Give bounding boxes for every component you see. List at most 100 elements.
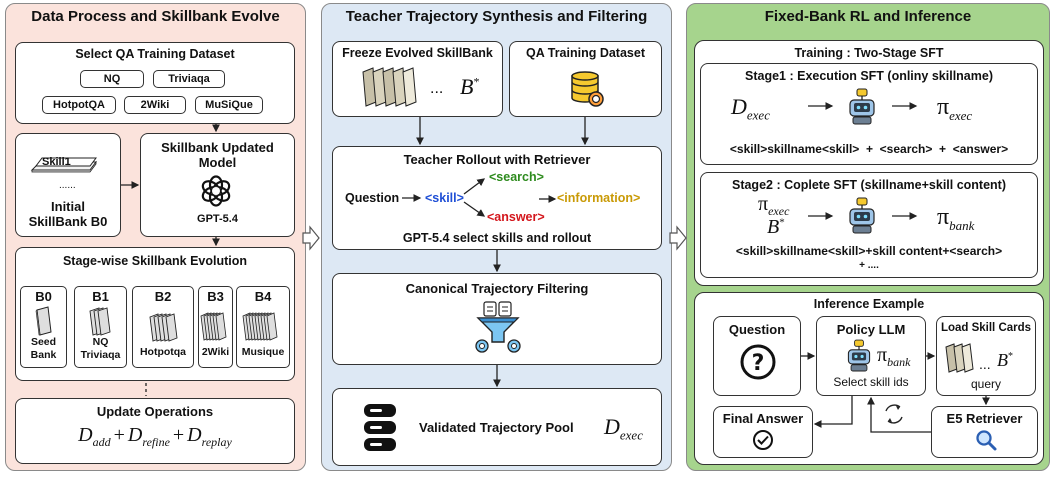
policy-llm-box: [816, 316, 926, 396]
policy-pi-sub: bank: [887, 355, 911, 369]
stage-label-b4-1: Musique: [241, 346, 285, 358]
load-b: B: [997, 350, 1008, 370]
load-dots: ...: [979, 356, 991, 372]
rollout-answer-token: <answer>: [487, 210, 545, 224]
stage1-d-sub: exec: [746, 107, 770, 123]
database-search-icon: [571, 71, 604, 107]
initial-skillbank-box: [15, 133, 121, 237]
stage-label-b1-2: Triviaqa: [80, 349, 121, 361]
frozen-bank-dots: ...: [430, 80, 444, 97]
dataset-tag-triviaqa: Triviaqa: [153, 70, 225, 88]
stage2-out-pi: π: [937, 204, 950, 230]
magnifier-icon: [976, 430, 997, 451]
policy-pi: π: [877, 344, 888, 366]
load-skill-cards-title: Load Skill Cards: [940, 322, 1032, 334]
final-answer-label: Final Answer: [722, 411, 804, 426]
server-stack-icon: [364, 404, 396, 451]
svg-text:?: ?: [752, 351, 765, 376]
stage1-d-exec: Dexec: [731, 94, 770, 123]
teacher-rollout-title: Teacher Rollout with Retriever: [403, 152, 591, 167]
frozen-bank-symbol: B*: [460, 74, 479, 100]
stage-label-b0-2: Bank: [30, 349, 57, 361]
skill-cards-stack-icon: [945, 343, 974, 373]
qa-dataset-title: Select QA Training Dataset: [75, 47, 235, 61]
robot-icon-stage1: [849, 88, 875, 125]
stack-icon-b2: [149, 313, 178, 342]
evolution-title: Stage-wise Skillbank Evolution: [62, 254, 248, 268]
d-add: D: [78, 424, 93, 446]
validated-pool-title: Validated Trajectory Pool: [419, 420, 574, 435]
funnel-filter-icon: [475, 301, 521, 353]
rollout-arrows: [402, 178, 557, 217]
d-refine: D: [127, 424, 143, 446]
stack-icon-b0: [35, 306, 52, 336]
stage1-pi-sub: exec: [949, 107, 973, 123]
stage2-out-sub: bank: [949, 217, 975, 233]
qa-training-title: QA Training Dataset: [525, 46, 645, 60]
panel2-title: Teacher Trajectory Synthesis and Filteri…: [345, 8, 648, 25]
rollout-footer: GPT-5.4 select skills and rollout: [402, 231, 592, 245]
pool-d: D: [604, 414, 620, 439]
update-model-title-2: Model: [198, 155, 237, 170]
stage1-d: D: [731, 94, 747, 119]
initial-label-2: SkillBank B0: [28, 214, 108, 229]
dataset-tag-2wiki: 2Wiki: [124, 96, 186, 114]
stage-id-b4: B4: [254, 289, 272, 304]
panel3-title: Fixed-Bank RL and Inference: [764, 8, 972, 25]
robot-icon-policy: [847, 339, 871, 372]
update-ops-formula: Dadd+Drefine+Dreplay: [15, 424, 295, 450]
stage2-title: Stage2 : Coplete SFT (skillname+skill co…: [731, 178, 1007, 192]
check-circle-icon: [753, 430, 773, 450]
plus-2: +: [172, 424, 185, 446]
robot-icon-stage2: [849, 197, 875, 234]
stage2-b-star: B*: [767, 216, 785, 239]
stage-id-b1: B1: [92, 289, 109, 304]
freeze-skillbank-title: Freeze Evolved SkillBank: [342, 46, 493, 60]
update-model-title-1: Skillbank Updated: [161, 140, 274, 155]
update-ops-title: Update Operations: [96, 404, 214, 419]
load-caption: query: [970, 377, 1002, 391]
stage1-pi: π: [937, 94, 950, 120]
d-add-sub: add: [92, 435, 111, 449]
stage-label-b3-1: 2Wiki: [201, 346, 230, 358]
qa-training-box: [509, 41, 662, 117]
policy-pi-bank: πbank: [877, 344, 910, 370]
stack-icon-b3: [200, 312, 227, 341]
stage-id-b0: B0: [35, 289, 52, 304]
d-refine-sub: refine: [142, 435, 170, 449]
plus-1: +: [113, 424, 125, 446]
stage2-tokens-2: + ....: [859, 260, 879, 271]
panel1-title: Data Process and Skillbank Evolve: [31, 8, 280, 25]
validated-pool-symbol: Dexec: [604, 414, 643, 443]
update-ops-box: [15, 398, 295, 464]
stage2-star: *: [779, 216, 785, 229]
training-title: Training : Two-Stage SFT: [794, 46, 944, 60]
rollout-information-token: <information>: [557, 191, 641, 205]
skill-card-dots: ......: [59, 180, 76, 191]
skill-card-icon: [30, 157, 97, 173]
inference-title: Inference Example: [813, 297, 925, 311]
policy-llm-title: Policy LLM: [836, 322, 906, 337]
stage2-pi: π: [758, 193, 769, 215]
policy-caption: Select skill ids: [833, 375, 909, 389]
stage2-pi-exec: πexec: [758, 193, 789, 219]
stage-label-b2-1: Hotpotqa: [139, 346, 187, 358]
stage1-tokens: <skill>skillname<skill> + <search> + <an…: [729, 142, 1009, 156]
stage-id-b2: B2: [154, 289, 172, 304]
rollout-search-token: <search>: [489, 170, 544, 184]
question-mark-icon: ?: [740, 344, 776, 380]
stage1-pi-exec: πexec: [937, 94, 972, 124]
frozen-bank-b: B: [460, 74, 474, 99]
stage2-tokens: <skill>skillname<skill>+skill content+<s…: [735, 244, 1003, 258]
pool-d-sub: exec: [619, 427, 643, 443]
initial-label-1: Initial: [51, 199, 85, 214]
teacher-rollout-box: [332, 146, 662, 250]
dataset-tag-nq: NQ: [80, 70, 144, 88]
stage2-b: B: [767, 216, 780, 238]
frozen-bank-stack-icon: [362, 67, 417, 107]
cycle-icon: [885, 404, 903, 424]
update-model-name: GPT-5.4: [197, 213, 238, 225]
rollout-skill-token: <skill>: [425, 191, 464, 205]
skill-card-label: Skill1: [42, 156, 71, 168]
